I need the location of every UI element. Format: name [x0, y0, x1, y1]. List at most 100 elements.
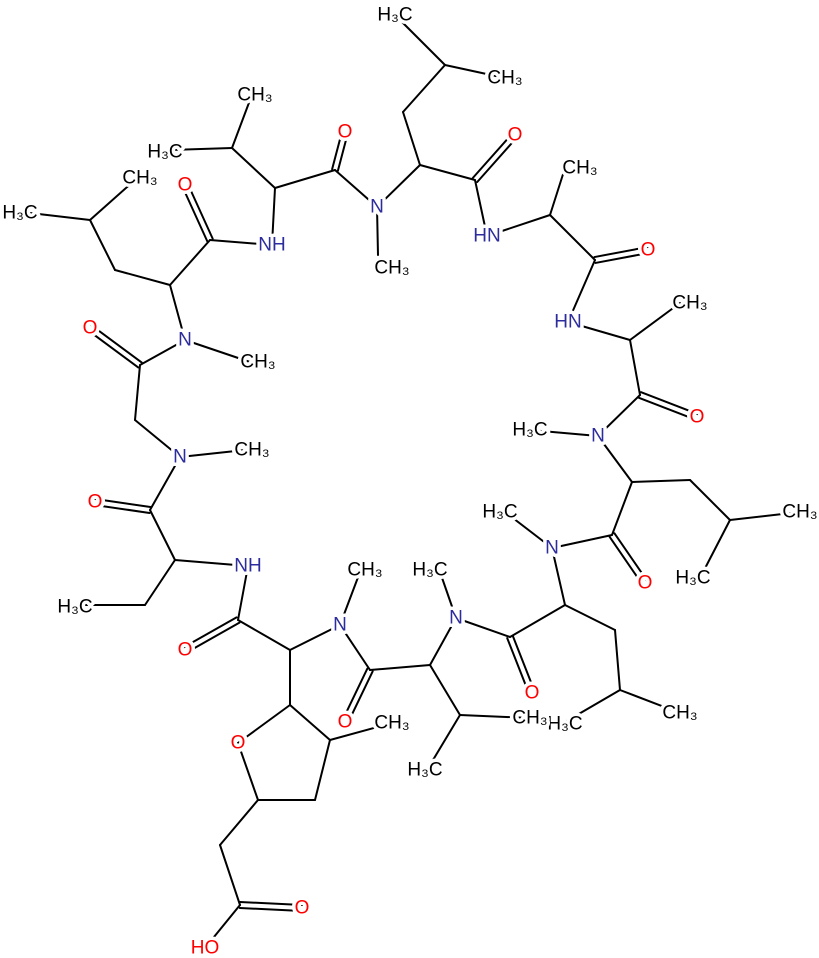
single-bond [376, 206, 379, 256]
double-bond [506, 637, 531, 696]
atom-label-c: CH₃ [487, 68, 522, 89]
atom-label-o: O [690, 407, 705, 428]
single-bond [209, 239, 273, 246]
single-bond [274, 169, 336, 189]
double-bond [594, 251, 650, 264]
single-bond [567, 259, 596, 323]
single-bond [551, 547, 566, 606]
double-bond [640, 391, 700, 416]
atom-label-o: O [88, 492, 103, 513]
atom-label-c: H₃C [412, 560, 447, 581]
single-bond [619, 689, 681, 714]
atom-label-n: N [545, 538, 559, 559]
single-bond [289, 624, 341, 651]
atom-label-n: N [333, 615, 347, 636]
single-bond [597, 394, 641, 437]
single-bond [329, 722, 393, 741]
double-bond [346, 670, 374, 725]
double-bond [93, 503, 151, 514]
single-bond [504, 511, 553, 549]
single-bond [29, 212, 91, 221]
atom-label-o: O [338, 712, 353, 733]
single-bond [169, 239, 211, 286]
single-bond [144, 559, 176, 606]
single-bond [567, 321, 631, 341]
atom-label-c: CH₃ [662, 703, 697, 724]
double-bond [94, 498, 152, 509]
single-bond [271, 187, 276, 246]
atom-label-o: O [295, 898, 310, 919]
double-bond [186, 182, 214, 240]
atom-label-o: O [508, 125, 523, 146]
atom-label-o: O [83, 318, 98, 339]
atom-label-c: H₃C [407, 760, 442, 781]
atom-label-o: O [525, 683, 540, 704]
atom-label-c: CH₃ [672, 293, 707, 314]
single-bond [419, 164, 476, 181]
single-bond [564, 689, 621, 723]
atom-label-c: CH₃ [374, 258, 409, 279]
single-bond [564, 604, 616, 631]
single-bond [169, 284, 186, 341]
single-bond [134, 419, 181, 458]
atom-label-c: H₃C [482, 502, 517, 523]
double-bond [341, 667, 369, 722]
double-bond [613, 532, 649, 583]
single-bond [429, 617, 457, 666]
single-bond [184, 339, 251, 363]
atom-label-n: NH [258, 235, 285, 256]
double-bond [593, 246, 649, 259]
single-bond [149, 456, 181, 511]
double-bond [471, 132, 514, 180]
atom-label-c: H₃C [147, 142, 182, 163]
atom-label-n: N [370, 197, 384, 218]
single-bond [729, 511, 801, 521]
single-bond [631, 479, 691, 483]
double-bond [637, 396, 697, 421]
double-bond [87, 329, 140, 369]
single-bond [149, 509, 176, 561]
double-bond [336, 131, 349, 172]
atom-label-o: O [178, 640, 193, 661]
single-bond [339, 571, 361, 626]
double-bond [185, 621, 241, 654]
single-bond [629, 302, 681, 341]
single-bond [204, 904, 241, 949]
single-bond [179, 449, 246, 458]
double-bond [181, 185, 209, 243]
single-bond [219, 844, 241, 906]
atom-label-c: CH₃ [234, 440, 269, 461]
atom-label-o: HO [191, 938, 220, 958]
atom-label-n: NH [234, 556, 261, 577]
atom-label-o: O [338, 122, 353, 143]
atom-label-o: O [641, 240, 656, 261]
atom-label-c: H₃C [547, 714, 582, 735]
single-bond [237, 619, 291, 651]
single-bond [114, 269, 171, 286]
single-bond [629, 339, 641, 396]
single-bond [402, 64, 446, 113]
single-bond [611, 481, 633, 536]
double-bond [476, 135, 519, 183]
single-bond [231, 147, 276, 189]
single-bond [459, 714, 531, 719]
single-bond [402, 111, 421, 166]
single-bond [89, 219, 116, 271]
single-bond [551, 534, 613, 549]
atom-label-n: HN [473, 226, 500, 247]
single-bond [429, 714, 461, 766]
atom-label-n: N [591, 426, 605, 447]
atom-label-c: H₃C [377, 5, 412, 26]
atom-label-c: CH₃ [512, 708, 547, 729]
atom-label-c: H₃C [675, 568, 710, 589]
single-bond [597, 435, 633, 483]
single-bond [486, 214, 551, 237]
single-bond [376, 164, 421, 208]
atom-label-n: N [178, 330, 192, 351]
single-bond [549, 167, 566, 216]
bonds [29, 14, 801, 949]
double-bond [90, 324, 143, 364]
single-bond [455, 617, 511, 638]
